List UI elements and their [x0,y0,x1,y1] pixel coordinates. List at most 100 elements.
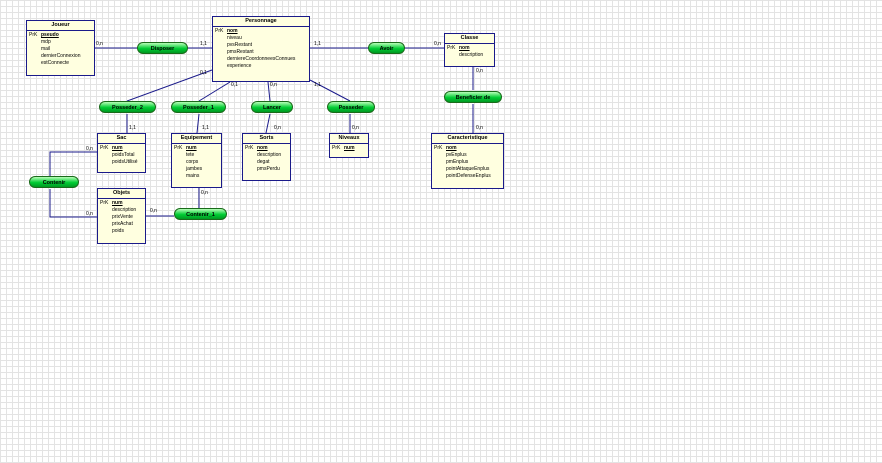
entity-attribute: derniereCoordonneesConnues [215,56,307,63]
pk-attribute: nom [459,45,470,51]
entity-attribute: tete [174,152,219,159]
entity-attribute: estConnecte [29,60,92,67]
attribute-name: estConnecte [41,60,70,66]
relation-avoir[interactable]: Avoir [368,42,405,54]
card-objets-contenir1: 0,n [150,208,157,214]
entity-attribute: corps [174,159,219,166]
link-personnage-posseder [309,79,351,102]
relation-posseder-2[interactable]: Posseder_2 [99,101,156,113]
card-sac-contenir: 0,n [86,146,93,152]
relation-disposer[interactable]: Disposer [137,42,188,54]
entity-title: Joueur [27,21,94,31]
card-equipement-contenir1: 0,n [201,190,208,196]
attribute-name: tete [186,152,195,158]
link-posseder1-equipement [196,113,200,134]
attribute-name: dernierConnexion [41,53,81,59]
attribute-name: poids [112,228,124,234]
attribute-name: degat [257,159,270,165]
attribute-name: pmsPerdu [257,166,280,172]
pk-tag: PrK [215,28,224,34]
entity-attribute: dernierConnexion [29,53,92,60]
entity-attribute: mdp [29,39,92,46]
pk-attribute: num [186,145,197,151]
relation-posseder-1[interactable]: Posseder_1 [171,101,226,113]
entity-title: Sac [98,134,145,144]
attribute-name: mdp [41,39,51,45]
attribute-name: description [112,207,137,213]
pk-attribute: num [344,145,355,151]
entity-title: Objets [98,189,145,199]
pk-attribute: pseudo [41,32,59,38]
attribute-name: experience [227,63,252,69]
entity-attribute: degat [245,159,288,166]
relation-contenir-1[interactable]: Contenir_1 [174,208,227,220]
attribute-name: pvEnplus [446,152,467,158]
attribute-name: pmsRestant [227,49,254,55]
card-niveaux-posseder: 0,n [352,125,359,131]
entity-attribute: niveau [215,35,307,42]
entity-title: Sorts [243,134,290,144]
relation-posseder[interactable]: Posseder [327,101,375,113]
entity-attribute: prixAchat [100,221,143,228]
card-sac-posseder2: 1,1 [129,125,136,131]
entity-attribute: pmEnplus [434,159,501,166]
entity-attribute: jambes [174,166,219,173]
entity-attribute: pvsRestant [215,42,307,49]
entity-attribute: poids [100,228,143,235]
card-equipement-posseder1: 1,1 [202,125,209,131]
pk-attribute: nom [446,145,457,151]
attribute-name: niveau [227,35,242,41]
card-carac-beneficier: 0,n [476,125,483,131]
attribute-name: poidsTotal [112,152,135,158]
card-classe-beneficier: 0,n [476,68,483,74]
pk-attribute: num [112,145,123,151]
card-personnage-avoir: 1,1 [314,41,321,47]
pk-attribute: nom [257,145,268,151]
entity-title: Classe [445,34,494,44]
relation-lancer[interactable]: Lancer [251,101,293,113]
pk-attribute: num [112,200,123,206]
card-personnage-disposer: 1,1 [200,41,207,47]
entity-attribute: mail [29,46,92,53]
entity-attribute: pmsRestant [215,49,307,56]
attribute-name: pointAttaqueEnplus [446,166,490,172]
attribute-name: pmEnplus [446,159,469,165]
card-personnage-lancer: 0,n [270,82,277,88]
relation-contenir[interactable]: Contenir [29,176,79,188]
attribute-name: prixAchat [112,221,133,227]
entity-title: Niveaux [330,134,368,144]
pk-attribute: nom [227,28,238,34]
entity-attribute: pointDefenseEnplus [434,173,501,180]
entity-attribute: description [100,207,143,214]
entity-attribute: pointAttaqueEnplus [434,166,501,173]
entity-attribute: pvEnplus [434,152,501,159]
entity-attribute: description [447,52,492,59]
relation-beneficier-de[interactable]: Beneficier de [444,91,502,103]
card-personnage-posseder1: 0,1 [231,82,238,88]
entity-attribute: prixVente [100,214,143,221]
attribute-name: corps [186,159,199,165]
pk-tag: PrK [434,145,443,151]
pk-tag: PrK [100,200,109,206]
